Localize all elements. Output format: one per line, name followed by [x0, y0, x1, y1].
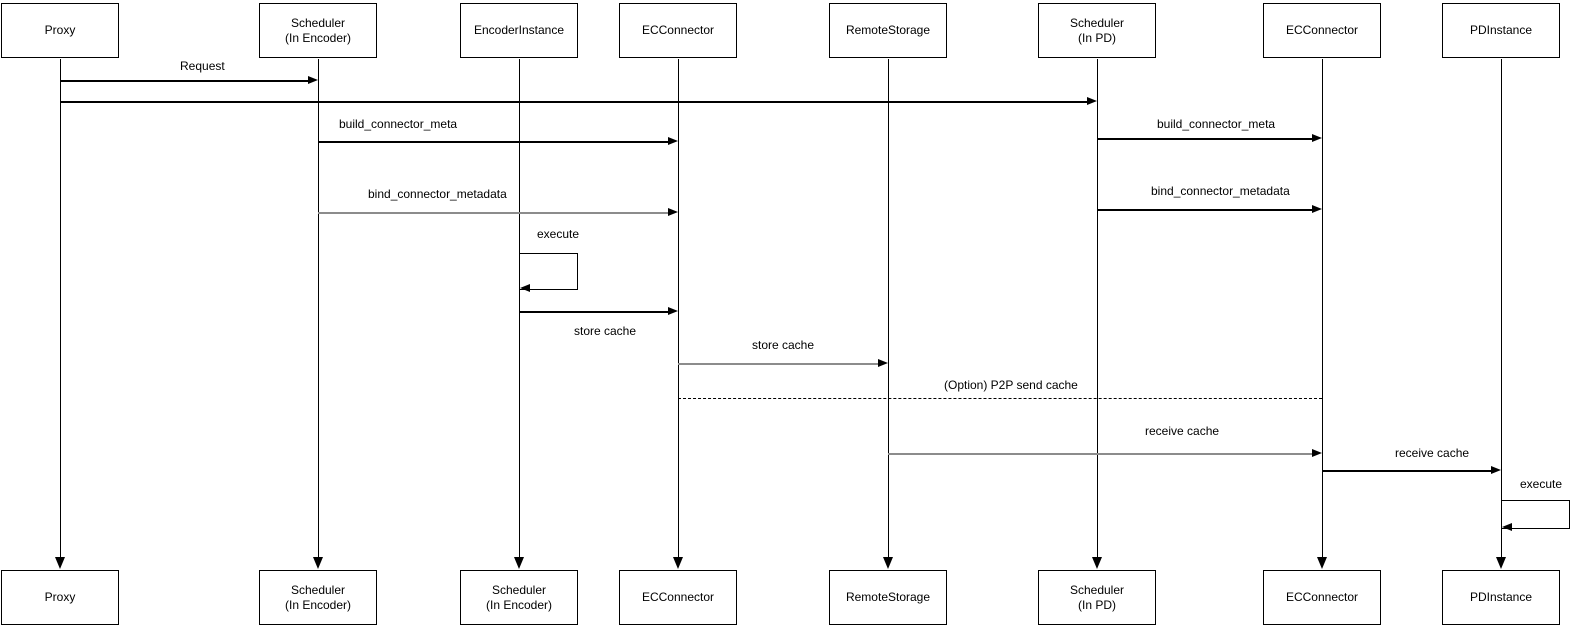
- arrowhead-left-icon: [520, 284, 530, 292]
- message-label-p2p-send-cache: (Option) P2P send cache: [942, 378, 1080, 392]
- message-label-execute-pd: execute: [1518, 477, 1565, 491]
- actor-top-pd-instance: PDInstance: [1442, 3, 1560, 58]
- message-line-request: [60, 80, 309, 82]
- actor-bottom-proxy: Proxy: [1, 570, 119, 625]
- lifeline-proxy: [60, 59, 61, 557]
- self-loop-execute-encoder: [520, 253, 578, 290]
- lifeline-arrow-down-icon: [55, 557, 65, 569]
- actor-top-remote-storage: RemoteStorage: [829, 3, 947, 58]
- arrowhead-left-icon: [1502, 523, 1512, 531]
- lifeline-encoder-instance: [519, 59, 520, 557]
- message-label-build-connector-meta-left: build_connector_meta: [337, 117, 460, 131]
- message-label-build-connector-meta-right: build_connector_meta: [1155, 117, 1278, 131]
- message-line-build-connector-meta-right: [1097, 138, 1312, 140]
- message-line-p2p-send-cache: [678, 398, 1322, 399]
- actor-bottom-remote-storage: RemoteStorage: [829, 570, 947, 625]
- lifeline-ec-connector-2: [1322, 59, 1323, 557]
- lifeline-pd-instance: [1501, 59, 1502, 557]
- message-label-request: Request: [178, 59, 227, 73]
- message-line-bind-connector-metadata-right: [1097, 209, 1312, 211]
- arrowhead-right-icon: [668, 307, 678, 315]
- message-label-execute-encoder: execute: [535, 227, 582, 241]
- message-label-receive-cache-2: receive cache: [1393, 446, 1472, 460]
- message-line-store-cache-2: [678, 363, 878, 365]
- message-label-store-cache-1: store cache: [572, 324, 639, 338]
- actor-top-ec-connector-2: ECConnector: [1263, 3, 1381, 58]
- arrowhead-right-icon: [1312, 134, 1322, 142]
- actor-top-encoder-instance: EncoderInstance: [460, 3, 578, 58]
- actor-bottom-scheduler-pd: Scheduler (In PD): [1038, 570, 1156, 625]
- lifeline-arrow-down-icon: [673, 557, 683, 569]
- arrowhead-right-icon: [668, 208, 678, 216]
- actor-top-proxy: Proxy: [1, 3, 119, 58]
- message-label-bind-connector-metadata-right: bind_connector_metadata: [1149, 184, 1292, 198]
- message-line-bind-connector-metadata-left: [318, 212, 668, 214]
- lifeline-arrow-down-icon: [883, 557, 893, 569]
- message-label-store-cache-2: store cache: [750, 338, 817, 352]
- message-label-bind-connector-metadata-left: bind_connector_metadata: [366, 187, 509, 201]
- arrowhead-right-icon: [308, 76, 318, 84]
- message-line-store-cache-1: [519, 311, 668, 313]
- lifeline-arrow-down-icon: [1317, 557, 1327, 569]
- actor-bottom-ec-connector-2: ECConnector: [1263, 570, 1381, 625]
- actor-top-ec-connector-1: ECConnector: [619, 3, 737, 58]
- self-loop-execute-pd: [1502, 500, 1570, 529]
- actor-bottom-pd-instance: PDInstance: [1442, 570, 1560, 625]
- actor-bottom-ec-connector-1: ECConnector: [619, 570, 737, 625]
- arrowhead-right-icon: [1491, 466, 1501, 474]
- actor-bottom-encoder-instance: Scheduler (In Encoder): [460, 570, 578, 625]
- message-line-proxy-to-scheduler-pd: [60, 101, 1087, 103]
- arrowhead-right-icon: [1087, 97, 1097, 105]
- arrowhead-right-icon: [1312, 449, 1322, 457]
- lifeline-arrow-down-icon: [1496, 557, 1506, 569]
- lifeline-ec-connector-1: [678, 59, 679, 557]
- actor-top-scheduler-pd: Scheduler (In PD): [1038, 3, 1156, 58]
- actor-bottom-scheduler-encoder: Scheduler (In Encoder): [259, 570, 377, 625]
- arrowhead-right-icon: [878, 359, 888, 367]
- lifeline-arrow-down-icon: [1092, 557, 1102, 569]
- message-line-receive-cache-2: [1322, 470, 1491, 472]
- lifeline-scheduler-encoder: [318, 59, 319, 557]
- message-line-build-connector-meta-left: [318, 141, 668, 143]
- message-label-receive-cache-1: receive cache: [1143, 424, 1222, 438]
- actor-top-scheduler-encoder: Scheduler (In Encoder): [259, 3, 377, 58]
- lifeline-arrow-down-icon: [514, 557, 524, 569]
- arrowhead-right-icon: [668, 137, 678, 145]
- arrowhead-right-icon: [1312, 205, 1322, 213]
- message-line-receive-cache-1: [888, 453, 1312, 455]
- lifeline-remote-storage: [888, 59, 889, 557]
- lifeline-arrow-down-icon: [313, 557, 323, 569]
- lifeline-scheduler-pd: [1097, 59, 1098, 557]
